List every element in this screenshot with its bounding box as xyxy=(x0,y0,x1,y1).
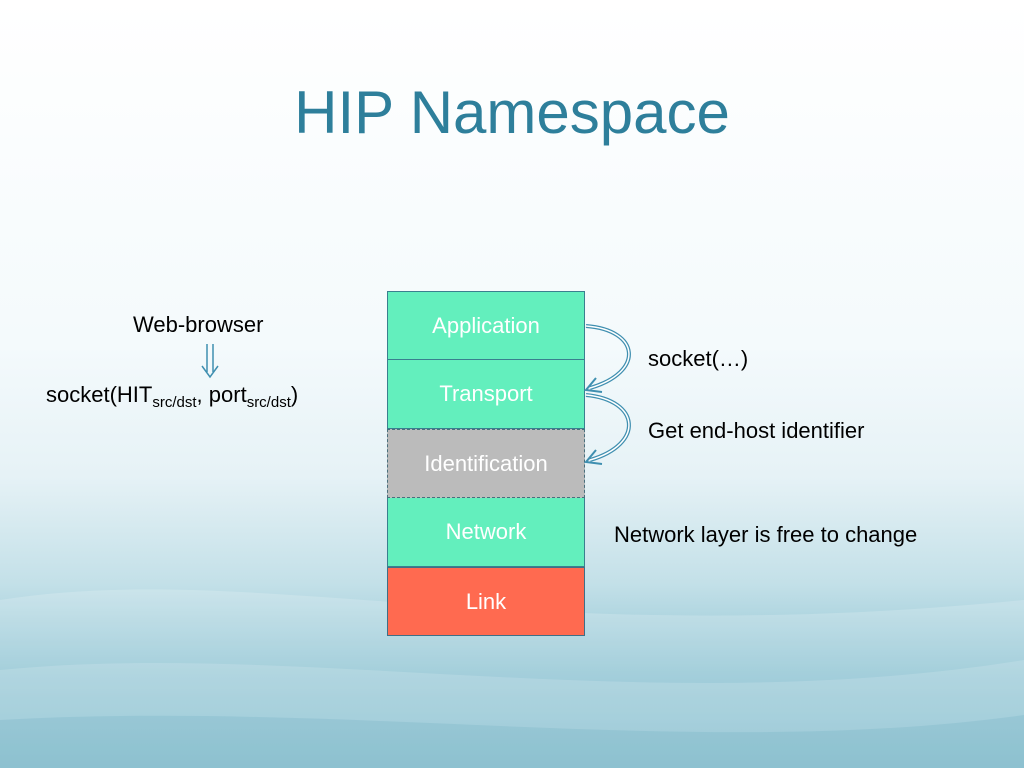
layer-transport: Transport xyxy=(387,360,585,429)
layer-link: Link xyxy=(387,567,585,636)
socket-call-label: socket(…) xyxy=(648,346,749,371)
layer-network: Network xyxy=(387,498,585,567)
socket-port-subscript: src/dst xyxy=(246,394,291,411)
layer-application: Application xyxy=(387,291,585,360)
socket-hit-label: socket(HITsrc/dst, portsrc/dst) xyxy=(46,382,298,411)
web-browser-label: Web-browser xyxy=(133,312,264,337)
socket-hit-prefix: socket(HIT xyxy=(46,382,153,407)
socket-suffix: ) xyxy=(290,382,299,407)
layer-identification: Identification xyxy=(387,429,585,498)
socket-port-text: , port xyxy=(196,382,247,407)
protocol-stack: Application Transport Identification Net… xyxy=(387,291,585,636)
network-note-label: Network layer is free to change xyxy=(614,522,918,547)
get-identifier-label: Get end-host identifier xyxy=(648,418,865,443)
socket-hit-subscript: src/dst xyxy=(152,394,197,411)
slide-title: HIP Namespace xyxy=(294,79,730,146)
